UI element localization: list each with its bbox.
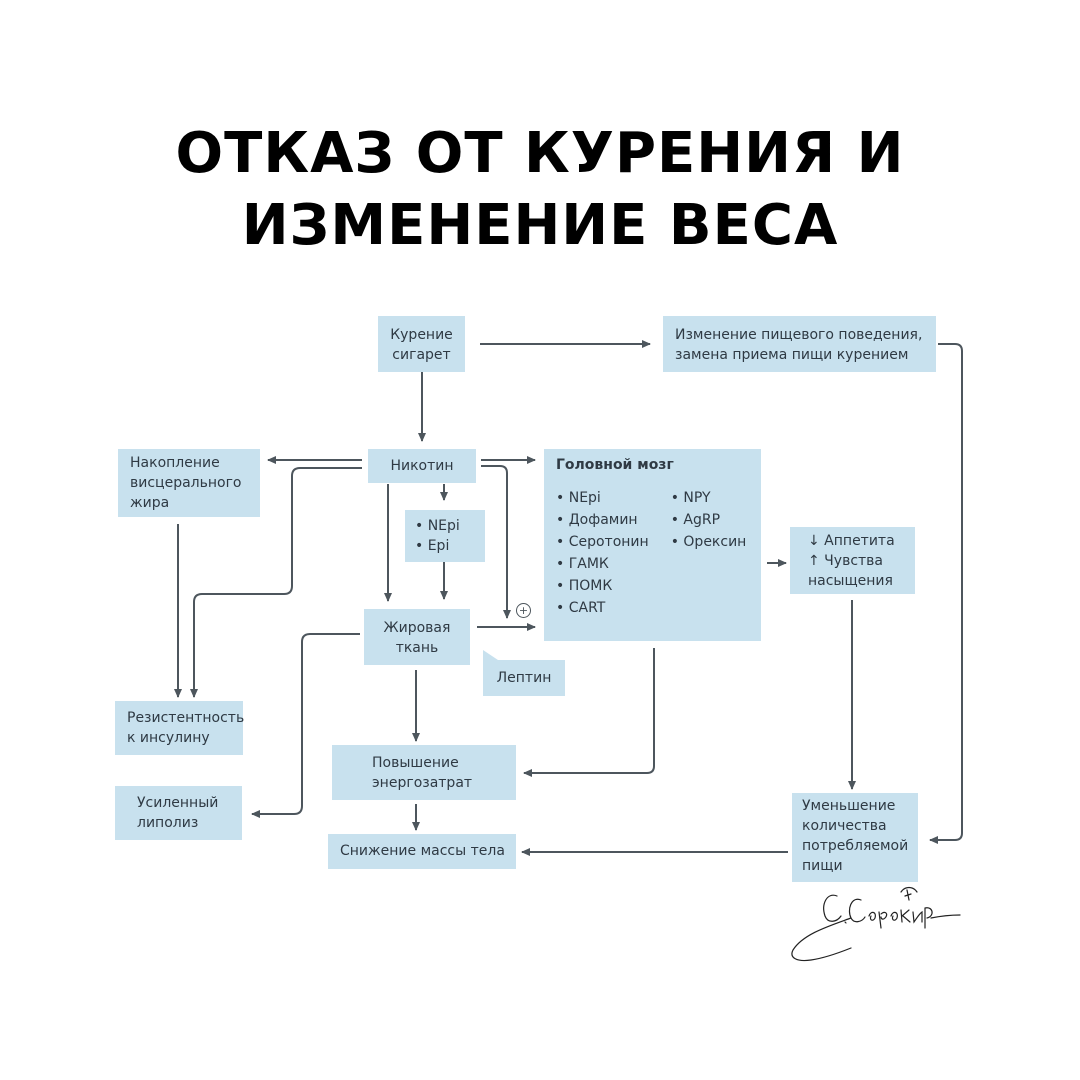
node-brain-title: Головной мозг: [556, 457, 674, 473]
node-weight-loss-label: Снижение массы тела: [340, 843, 505, 859]
node-food-intake-line-3: потребляемой: [802, 838, 909, 854]
title-line-2: ИЗМЕНЕНИЕ ВЕСА: [241, 193, 839, 258]
node-appetite-line-2: ↑ Чувства: [808, 553, 883, 569]
brain-item-agrp: AgRP: [671, 509, 747, 531]
brain-item-serotonin: Серотонин: [556, 531, 649, 553]
node-brain-list-2: NPY AgRP Орексин: [671, 487, 747, 619]
node-smoking: Курение сигарет: [378, 316, 465, 372]
title-line-1: ОТКАЗ ОТ КУРЕНИЯ И: [175, 121, 905, 186]
node-eating-behavior-line-2: замена приема пищи курением: [675, 347, 909, 363]
node-smoking-line-2: сигарет: [392, 347, 451, 363]
node-catecholamines-line-1: • NEpi: [415, 518, 460, 534]
node-weight-loss: Снижение массы тела: [328, 834, 516, 869]
node-appetite-line-1: ↓ Аппетита: [808, 533, 895, 549]
node-energy-expenditure-line-1: Повышение: [372, 755, 459, 771]
node-nicotine-label: Никотин: [390, 458, 454, 474]
node-visceral-fat-line-1: Накопление: [130, 455, 220, 471]
plus-sign: +: [516, 603, 531, 618]
node-lipolysis-line-2: липолиз: [137, 815, 199, 831]
node-catecholamines-line-2: • Epi: [415, 538, 450, 554]
node-leptin-label: Лептин: [496, 670, 552, 686]
node-food-intake: Уменьшение количества потребляемой пищи: [792, 793, 918, 882]
brain-item-npy: NPY: [671, 487, 747, 509]
node-adipose-line-2: ткань: [395, 640, 439, 656]
node-nicotine: Никотин: [368, 449, 476, 483]
node-eating-behavior: Изменение пищевого поведения, замена при…: [663, 316, 936, 372]
author-signature: [791, 886, 961, 962]
node-visceral-fat-line-3: жира: [130, 495, 170, 511]
page-title: ОТКАЗ ОТ КУРЕНИЯ И ИЗМЕНЕНИЕ ВЕСА: [0, 118, 1080, 262]
node-food-intake-line-1: Уменьшение: [802, 798, 896, 814]
node-adipose: Жировая ткань: [364, 609, 470, 665]
node-brain-lists: NEpi Дофамин Серотонин ГАМК ПОМК CART NP…: [556, 487, 749, 619]
node-insulin-resistance-line-2: к инсулину: [127, 730, 210, 746]
arrow-nicotine-to-insulin: [190, 467, 362, 698]
brain-item-dopamine: Дофамин: [556, 509, 649, 531]
node-energy-expenditure-line-2: энергозатрат: [372, 775, 473, 791]
node-brain-list-1: NEpi Дофамин Серотонин ГАМК ПОМК CART: [556, 487, 649, 619]
node-brain: Головной мозг NEpi Дофамин Серотонин ГАМ…: [544, 449, 761, 641]
leptin-callout-pointer: [483, 650, 498, 660]
node-food-intake-line-2: количества: [802, 818, 887, 834]
node-lipolysis: Усиленный липолиз: [115, 786, 242, 840]
node-lipolysis-line-1: Усиленный: [137, 795, 219, 811]
arrow-nicotine-to-brain-plus: [481, 465, 511, 619]
node-catecholamines: • NEpi • Epi: [405, 510, 485, 562]
node-adipose-line-1: Жировая: [383, 620, 451, 636]
brain-item-pomc: ПОМК: [556, 575, 649, 597]
node-leptin: Лептин: [483, 660, 565, 696]
node-visceral-fat: Накопление висцерального жира: [118, 449, 260, 517]
node-smoking-line-1: Курение: [390, 327, 453, 343]
arrow-adipose-to-lipolysis: [251, 633, 360, 818]
node-insulin-resistance-line-1: Резистентность: [127, 710, 245, 726]
brain-item-nepi: NEpi: [556, 487, 649, 509]
brain-item-gaba: ГАМК: [556, 553, 649, 575]
brain-item-cart: CART: [556, 597, 649, 619]
node-food-intake-line-4: пищи: [802, 858, 843, 874]
node-insulin-resistance: Резистентность к инсулину: [115, 701, 245, 755]
arrow-behavior-to-food: [929, 343, 963, 844]
arrow-brain-to-energy: [523, 648, 655, 777]
node-visceral-fat-line-2: висцерального: [130, 475, 242, 491]
node-appetite: ↓ Аппетита ↑ Чувства насыщения: [790, 527, 915, 594]
node-appetite-line-3: насыщения: [808, 573, 893, 589]
brain-item-orexin: Орексин: [671, 531, 746, 553]
node-eating-behavior-line-1: Изменение пищевого поведения,: [675, 327, 923, 343]
node-energy-expenditure: Повышение энергозатрат: [332, 745, 516, 800]
